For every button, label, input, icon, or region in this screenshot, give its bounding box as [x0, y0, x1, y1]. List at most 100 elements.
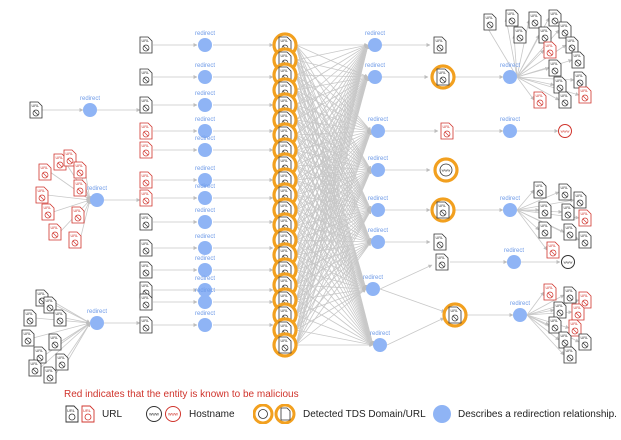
redirect-node: redirect: [365, 31, 385, 52]
url-file-icon: URL: [538, 201, 552, 219]
url-file-icon: URL: [33, 346, 47, 364]
svg-text:www: www: [149, 412, 159, 417]
svg-text:URL: URL: [51, 226, 59, 230]
redirect-edge: [295, 179, 372, 243]
svg-text:URL: URL: [516, 29, 524, 33]
url-file-icon: URL: [53, 309, 67, 327]
svg-text:URL: URL: [281, 54, 289, 58]
svg-text:URL: URL: [574, 54, 582, 58]
tds-node: URL: [430, 64, 456, 90]
svg-text:URL: URL: [566, 349, 574, 353]
svg-text:URL: URL: [281, 249, 289, 253]
svg-text:URL: URL: [546, 286, 554, 290]
svg-text:URL: URL: [46, 369, 54, 373]
svg-text:URL: URL: [281, 219, 289, 223]
url-file-icon: URL: [571, 51, 585, 69]
redirect-edge: [295, 130, 372, 256]
redirect-edge: [526, 314, 560, 341]
redirect-label: redirect: [368, 228, 388, 234]
redirect-node: redirect: [368, 196, 388, 217]
redirect-edge: [295, 76, 369, 346]
svg-text:URL: URL: [531, 14, 539, 18]
url-file-icon: URL: [578, 209, 592, 227]
redirect-edge: [295, 43, 369, 61]
svg-text:URL: URL: [281, 189, 289, 193]
svg-text:URL: URL: [281, 159, 289, 163]
svg-text:URL: URL: [281, 114, 289, 118]
url-file-icon: URL: [68, 231, 82, 249]
svg-text:URL: URL: [551, 62, 559, 66]
url-file-icon: URL: [29, 101, 43, 119]
svg-text:URL: URL: [38, 189, 46, 193]
redirect-edge: [295, 130, 372, 271]
svg-text:URL: URL: [142, 174, 150, 178]
svg-text:URL: URL: [564, 206, 572, 210]
redirect-label: redirect: [368, 156, 388, 162]
url-file-icon: URL: [23, 309, 37, 327]
redirect-edge: [295, 130, 372, 316]
url-file-icon: URL: [35, 186, 49, 204]
redirect-label: redirect: [500, 63, 520, 69]
url-file-icon: URL: [448, 306, 462, 324]
svg-text:URL: URL: [281, 144, 289, 148]
url-file-icon: URL: [436, 201, 450, 219]
url-file-icon: URL: [43, 296, 57, 314]
redirect-edge: [295, 288, 367, 331]
redirect-edge: [295, 288, 367, 346]
redirect-node: redirect: [195, 311, 215, 332]
redirect-node: redirect: [370, 331, 390, 352]
redirect-edge: [295, 74, 367, 290]
svg-text:URL: URL: [44, 206, 52, 210]
svg-text:URL: URL: [576, 74, 584, 78]
svg-text:URL: URL: [561, 334, 569, 338]
redirect-label: redirect: [365, 31, 385, 37]
redirect-node: redirect: [195, 166, 215, 187]
svg-text:URL: URL: [574, 306, 582, 310]
svg-text:URL: URL: [142, 144, 150, 148]
redirect-label: redirect: [510, 301, 530, 307]
svg-text:URL: URL: [31, 362, 39, 366]
redirect-edge: [386, 317, 445, 346]
redirect-edge: [295, 241, 372, 346]
redirect-label: redirect: [195, 63, 215, 69]
redirect-edge: [295, 44, 369, 271]
redirect-edge: [295, 44, 369, 241]
url-file-icon: URL: [571, 303, 585, 321]
url-file-icon: URL: [436, 68, 450, 86]
redirect-edge: [295, 130, 372, 301]
redirect-edge: [295, 74, 372, 211]
redirect-edge: [295, 44, 369, 76]
redirect-label: redirect: [195, 136, 215, 142]
tds-node: www: [433, 157, 459, 183]
url-file-icon: URL: [548, 9, 562, 27]
svg-text:URL: URL: [76, 164, 84, 168]
svg-text:URL: URL: [281, 99, 289, 103]
url-file-icon: URL: [558, 21, 572, 39]
redirect-node: redirect: [510, 301, 530, 322]
redirect-edge: [295, 76, 369, 331]
redirect-edge: [295, 169, 372, 346]
redirect-node: redirect: [368, 156, 388, 177]
url-file-icon: URL: [139, 96, 153, 114]
redirect-node: redirect: [195, 288, 215, 309]
svg-text:URL: URL: [541, 204, 549, 208]
svg-text:URL: URL: [142, 39, 150, 43]
redirect-edge: [295, 134, 367, 290]
url-file-icon: URL: [558, 183, 572, 201]
redirect-node: redirect: [500, 196, 520, 217]
redirect-edge: [295, 44, 369, 136]
redirect-edge: [66, 322, 91, 363]
svg-text:URL: URL: [51, 336, 59, 340]
url-file-icon: URL: [548, 59, 562, 77]
redirect-edge: [64, 317, 91, 325]
url-file-icon: URL: [73, 161, 87, 179]
redirect-edge: [295, 44, 370, 316]
redirect-label: redirect: [500, 117, 520, 123]
url-file-icon: URL: [139, 316, 153, 334]
redirect-edge: [295, 44, 369, 106]
url-file-icon: URL: [528, 11, 542, 29]
redirect-label: redirect: [195, 276, 215, 282]
redirect-label: redirect: [370, 331, 390, 337]
url-file-icon: URL: [139, 141, 153, 159]
svg-text:www: www: [442, 168, 451, 173]
